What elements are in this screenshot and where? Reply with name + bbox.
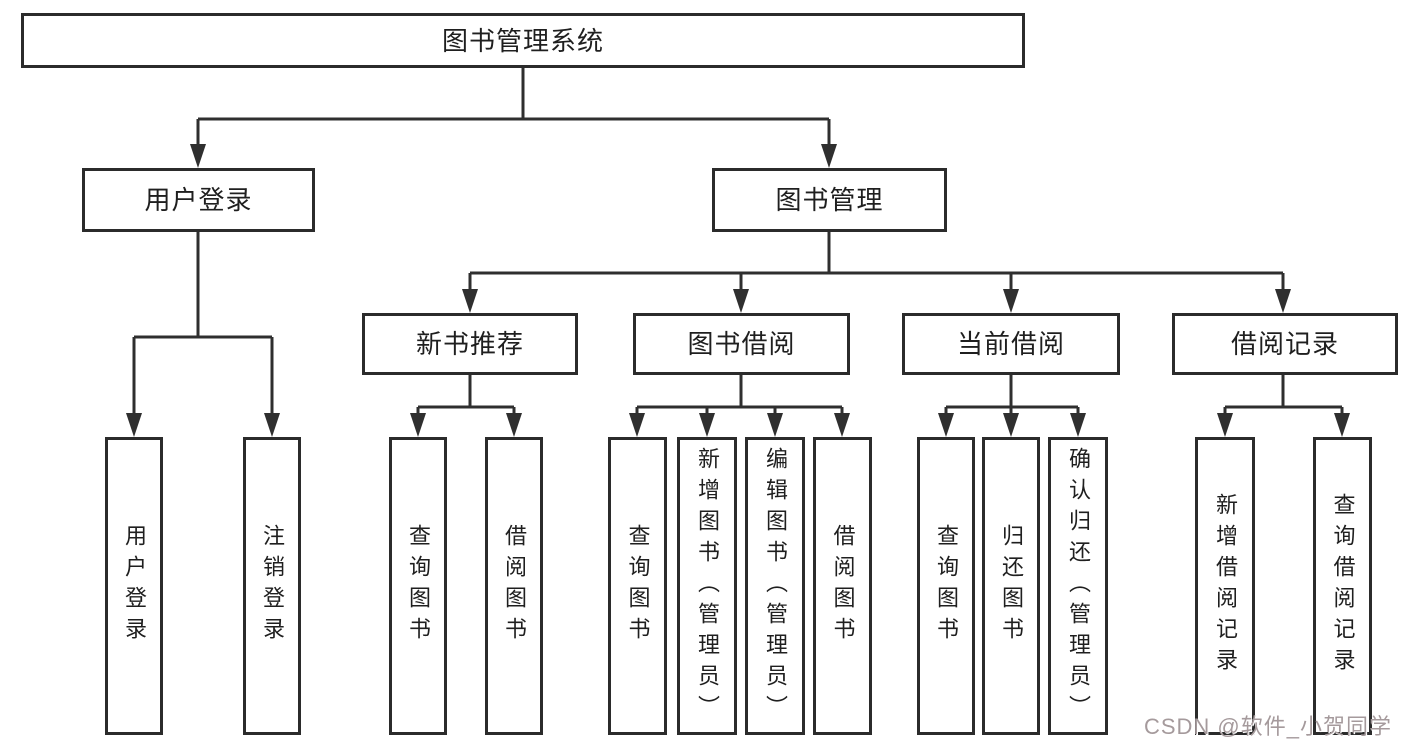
arrow-down-icon [410,413,522,437]
edge-group-root [190,68,837,168]
node-root-library-management-system: 图书管理系统 [21,13,1025,68]
node-cb-confirm-return-admin: 确认归还（管理员） [1048,437,1108,735]
node-cb-return-books: 归还图书 [982,437,1040,735]
node-bb-borrow-books: 借阅图书 [813,437,872,735]
arrow-down-icon [938,413,1086,437]
arrow-down-icon [1217,413,1350,437]
edge-group-new-book-recommend [410,375,522,437]
csdn-watermark: CSDN @软件_小贺同学 [1143,714,1392,739]
node-borrow-records: 借阅记录 [1172,313,1398,375]
node-br-query-record: 查询借阅记录 [1313,437,1372,735]
arrow-down-icon [190,144,837,168]
node-book-borrowing: 图书借阅 [633,313,850,375]
node-user-login: 用户登录 [82,168,315,232]
arrow-down-icon [462,289,1291,313]
node-bb-edit-books-admin: 编辑图书（管理员） [745,437,805,735]
node-bb-add-books-admin: 新增图书（管理员） [677,437,737,735]
node-nr-query-books: 查询图书 [389,437,447,735]
arrow-down-icon [126,413,280,437]
edge-group-book-management [462,232,1291,313]
arrow-down-icon [629,413,850,437]
node-new-book-recommend: 新书推荐 [362,313,578,375]
edge-group-current-borrowing [938,375,1086,437]
node-br-add-record: 新增借阅记录 [1195,437,1255,735]
node-current-borrowing: 当前借阅 [902,313,1120,375]
node-book-management: 图书管理 [712,168,947,232]
edge-group-book-borrowing [629,375,850,437]
node-leaf-logout: 注销登录 [243,437,301,735]
edge-group-user-login [126,232,280,437]
node-cb-query-books: 查询图书 [917,437,975,735]
node-leaf-user-login: 用户登录 [105,437,163,735]
node-bb-query-books: 查询图书 [608,437,667,735]
edge-group-borrow-records [1217,375,1350,437]
node-nr-borrow-books: 借阅图书 [485,437,543,735]
